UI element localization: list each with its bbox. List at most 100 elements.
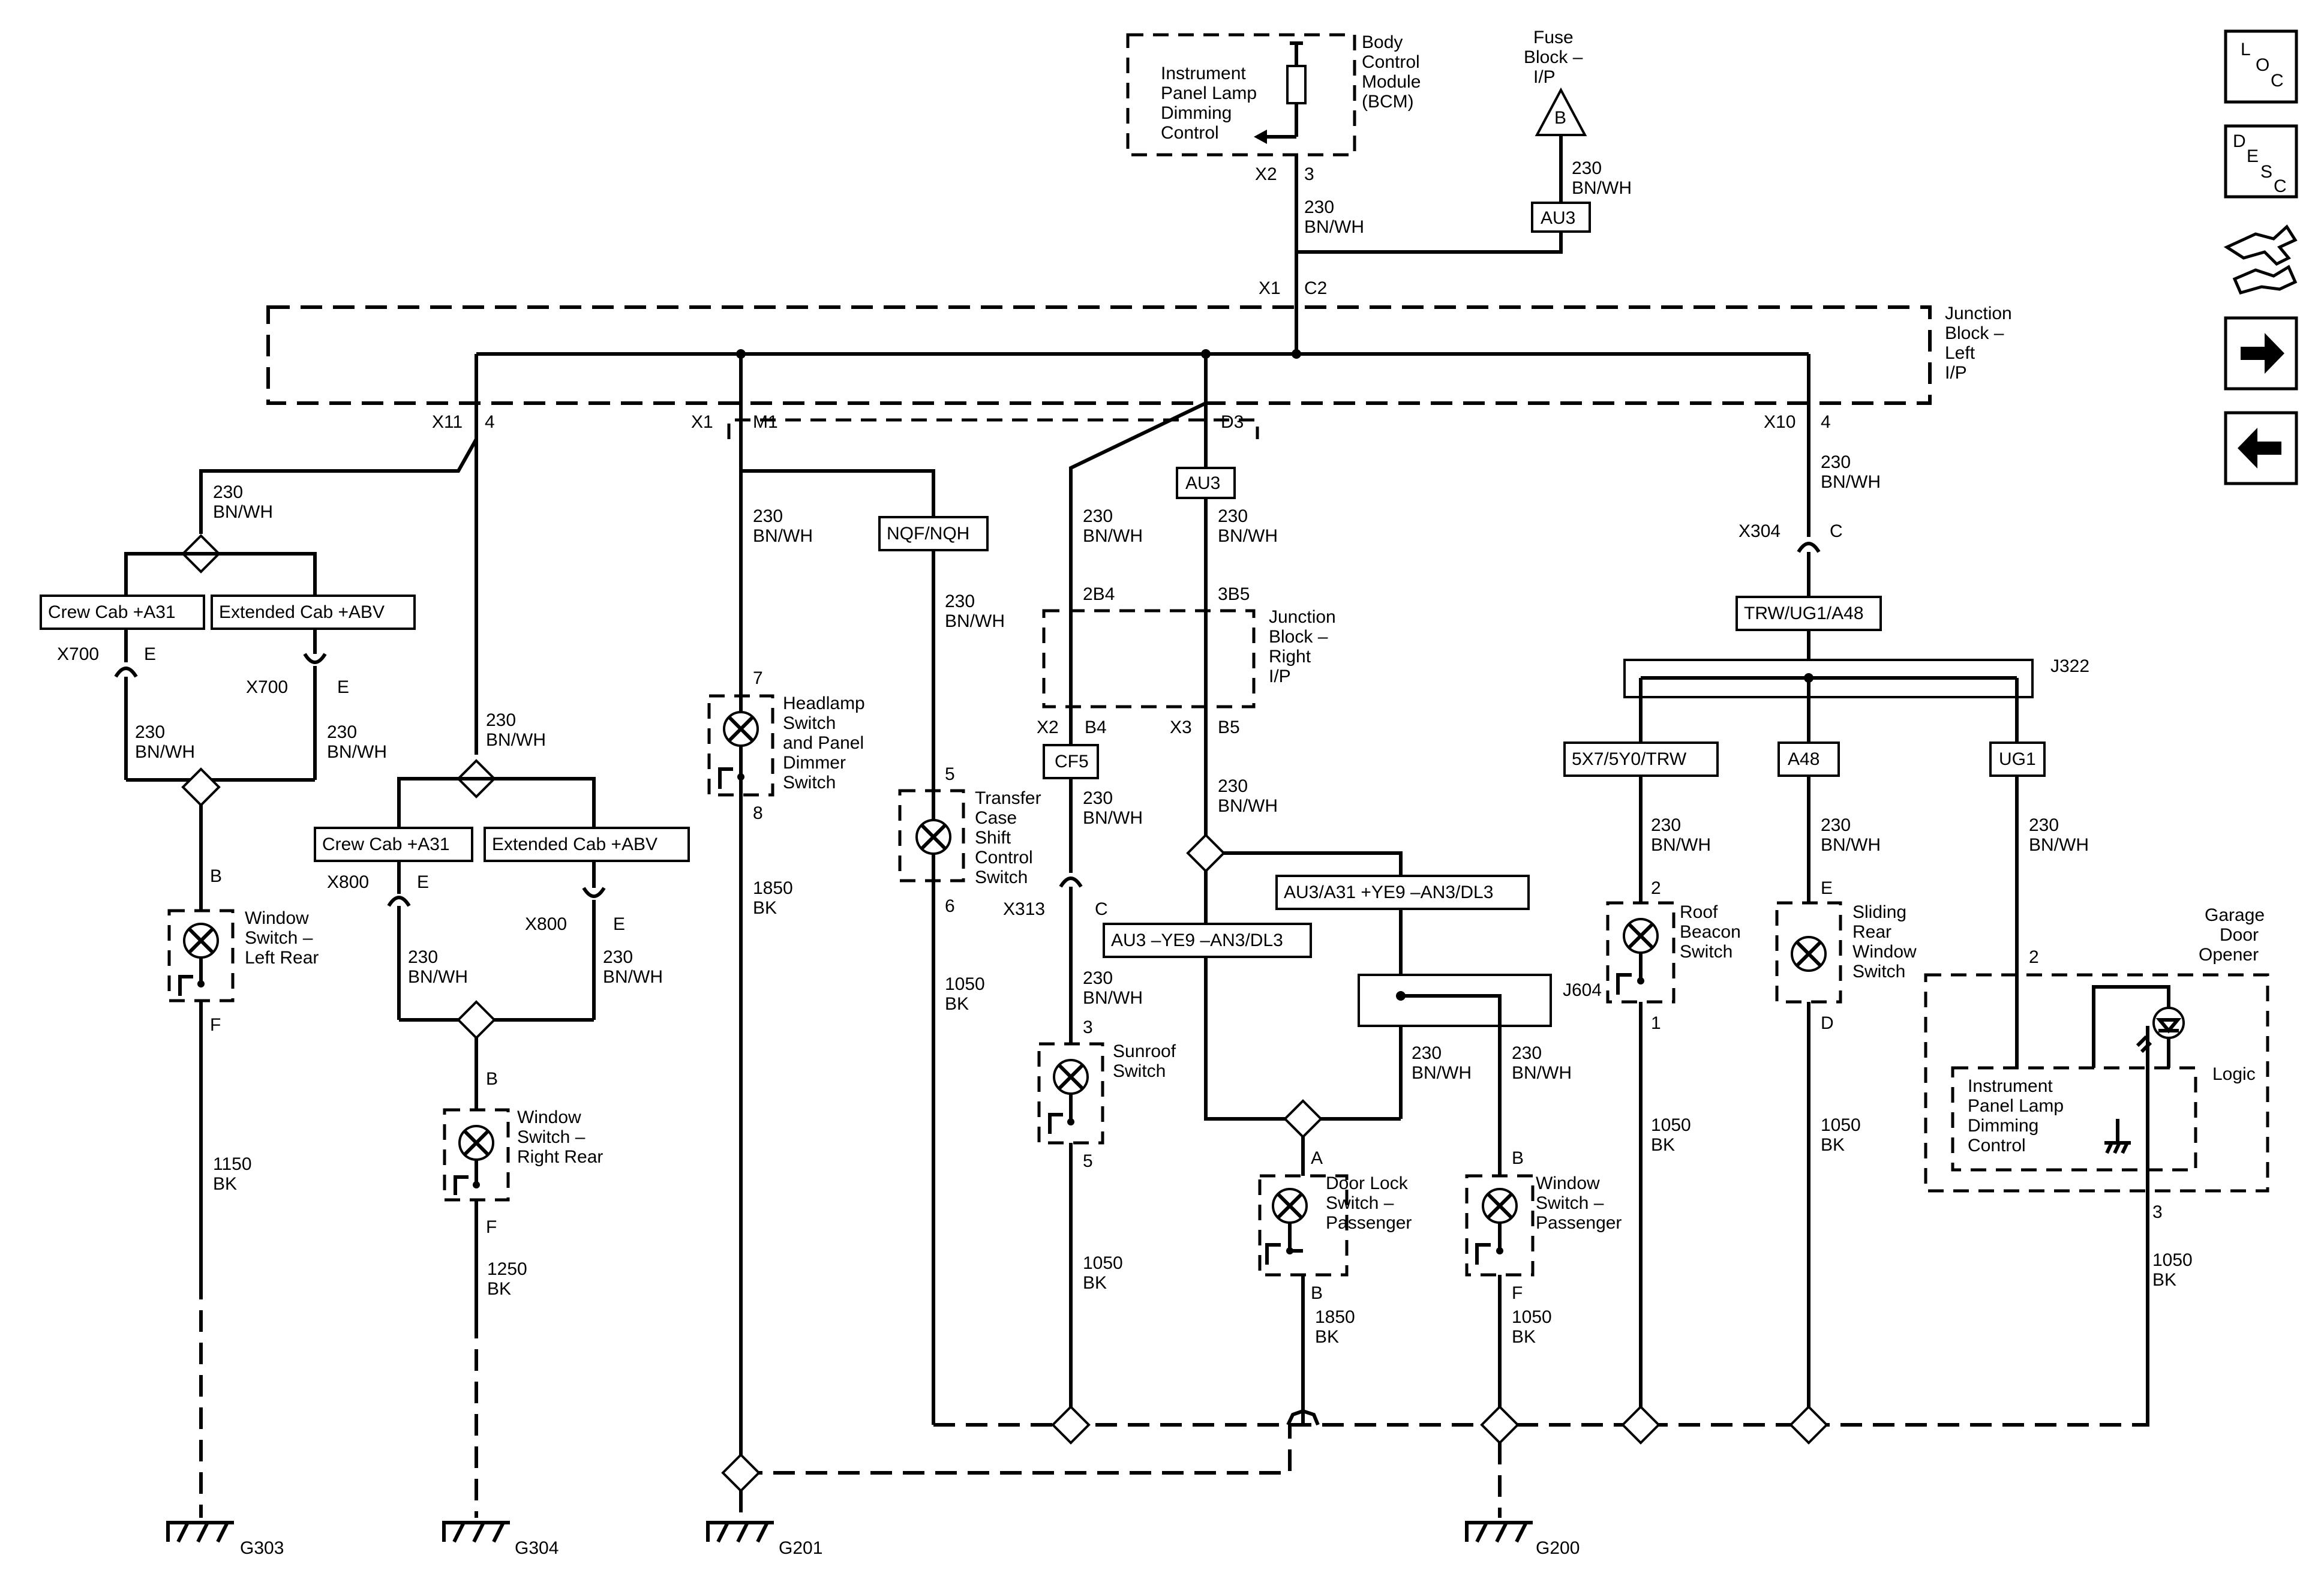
switch-label-2: Switch – (1536, 1193, 1604, 1213)
splice-diamond (1186, 833, 1226, 873)
ground-wire-size: 1050 (1512, 1307, 1552, 1327)
conn-x313: X313 (1003, 899, 1045, 919)
conn-x1-pin: M1 (753, 412, 778, 432)
switch-label-2: Switch – (1326, 1193, 1394, 1213)
conn-x800: X800 (525, 914, 567, 934)
switch-pin-top: A (1311, 1148, 1323, 1168)
conn-x800-pin: E (417, 872, 429, 892)
switch-label-3: Right Rear (517, 1147, 603, 1167)
option-box (40, 595, 205, 630)
splice-diamond (721, 1453, 761, 1493)
option-box (484, 827, 690, 862)
ground-wire-size: 1250 (487, 1259, 527, 1279)
desc-letter-e: E (2247, 146, 2259, 166)
option-trw: TRW/UG1/A48 (1744, 604, 1864, 623)
splice-diamond (1051, 1405, 1091, 1445)
switch-label-1: Roof (1680, 902, 1718, 922)
conn-x11-pin: 4 (485, 412, 495, 432)
wire-size: 230 (1218, 506, 1248, 526)
ground-wire-color: BK (1315, 1327, 1339, 1347)
wire-size: 230 (1821, 815, 1851, 835)
bcm-wire-color: BN/WH (1304, 217, 1364, 237)
switch-pin-bot: B (1311, 1283, 1323, 1303)
jb-right-label-2: Block – (1269, 627, 1328, 647)
location-button[interactable]: L O C (2224, 29, 2298, 104)
wrench-icon (2232, 265, 2298, 295)
switch-label-5: Switch (975, 867, 1028, 887)
ground-icon (706, 1521, 774, 1543)
garage-logic-label: Logic (2212, 1064, 2256, 1084)
ground-wire-size: 1050 (1083, 1253, 1123, 1273)
option-au3-a31: AU3/A31 +YE9 –AN3/DL3 (1284, 882, 1493, 902)
description-button[interactable]: D E S C (2224, 124, 2298, 199)
option-box (314, 827, 473, 862)
fuse-block-label-2: Block – (1524, 47, 1583, 67)
garage-label-2: Door (2220, 925, 2259, 945)
jb-right-label-3: Right (1269, 647, 1311, 667)
conn-x1: X1 (691, 412, 713, 432)
window-switch-left-rear: B Window Switch – Left Rear F (167, 866, 319, 1035)
conn-x304-pin: C (1830, 521, 1843, 541)
ground-g200: G200 (1465, 1521, 1580, 1558)
window-switch-right-rear: B Window Switch – Right Rear F (443, 1069, 603, 1237)
bcm-function-1: Instrument (1161, 64, 1246, 83)
wire-size: 230 (327, 722, 357, 742)
wire-color: BN/WH (1821, 472, 1881, 492)
jb-left-label-2: Block – (1945, 323, 2004, 343)
jb-right-in-1: 2B4 (1083, 584, 1115, 604)
wire-color: BN/WH (1512, 1063, 1572, 1083)
conn-x313-pin: C (1095, 899, 1108, 919)
switch-label-1: Door Lock (1326, 1173, 1409, 1193)
switch-label-2: Case (975, 808, 1017, 828)
ground-icon (166, 1521, 234, 1543)
garage-function-1: Instrument (1968, 1076, 2053, 1096)
loc-letter-l: L (2241, 40, 2251, 59)
option-nqf: NQF/NQH (887, 524, 969, 544)
switch-pin-top: 2 (1651, 878, 1661, 898)
wire-color: BN/WH (327, 742, 387, 762)
door-lock-switch-passenger: A Door Lock Switch – Passenger B (1258, 1148, 1412, 1303)
bcm-wire-size: 230 (1304, 197, 1334, 217)
wire-size: 230 (1651, 815, 1681, 835)
option-ug1: UG1 (1999, 749, 2036, 769)
garage-function-4: Control (1968, 1136, 2026, 1155)
switch-icon (718, 746, 743, 789)
switch-label-3: Shift (975, 828, 1011, 848)
body-control-module: Body Control Module (BCM) Instrument Pan… (1126, 32, 1421, 184)
switch-label-3: Passenger (1536, 1213, 1622, 1233)
connector-view-button[interactable] (2223, 224, 2298, 295)
wire-size: 230 (135, 722, 165, 742)
ground-wire-color: BK (1512, 1327, 1536, 1347)
switch-label-3: Passenger (1326, 1213, 1412, 1233)
jb-left-label-1: Junction (1945, 304, 2012, 323)
previous-button[interactable] (2224, 411, 2298, 485)
jb-top-connector: X1 (1259, 278, 1281, 298)
jb-right-out-pin-2: B5 (1218, 718, 1240, 737)
option-au3-mid: AU3 (1185, 473, 1220, 493)
wire-color: BN/WH (1083, 808, 1143, 828)
ground-wire-size: 1850 (753, 878, 793, 898)
bcm-function-4: Control (1161, 123, 1219, 143)
option-extended-cab: Extended Cab +ABV (492, 834, 657, 854)
arrow-left-icon (2238, 428, 2281, 469)
jb-right-out-pin-1: B4 (1085, 718, 1107, 737)
arrow-right-icon (2241, 333, 2284, 374)
option-au3-ye9: AU3 –YE9 –AN3/DL3 (1111, 930, 1283, 950)
switch-label-2: Switch (783, 713, 836, 733)
lamp-icon (920, 823, 947, 851)
option-au3-top: AU3 (1541, 208, 1575, 228)
switch-pin-bot: D (1821, 1013, 1834, 1033)
splice-diamond (1283, 1099, 1323, 1139)
jb-right-label-1: Junction (1269, 607, 1336, 627)
next-button[interactable] (2224, 316, 2298, 391)
loc-letter-c: C (2271, 71, 2284, 91)
splice-diamond (181, 767, 221, 807)
conn-x11: X11 (432, 412, 463, 432)
splice-diamond (1789, 1405, 1828, 1445)
ground-wire-size: 1050 (945, 974, 985, 994)
wire-color: BN/WH (2029, 835, 2089, 855)
wire-size: 230 (1821, 452, 1851, 472)
option-box (1736, 596, 1882, 631)
bcm-arrow-icon (1254, 130, 1267, 144)
